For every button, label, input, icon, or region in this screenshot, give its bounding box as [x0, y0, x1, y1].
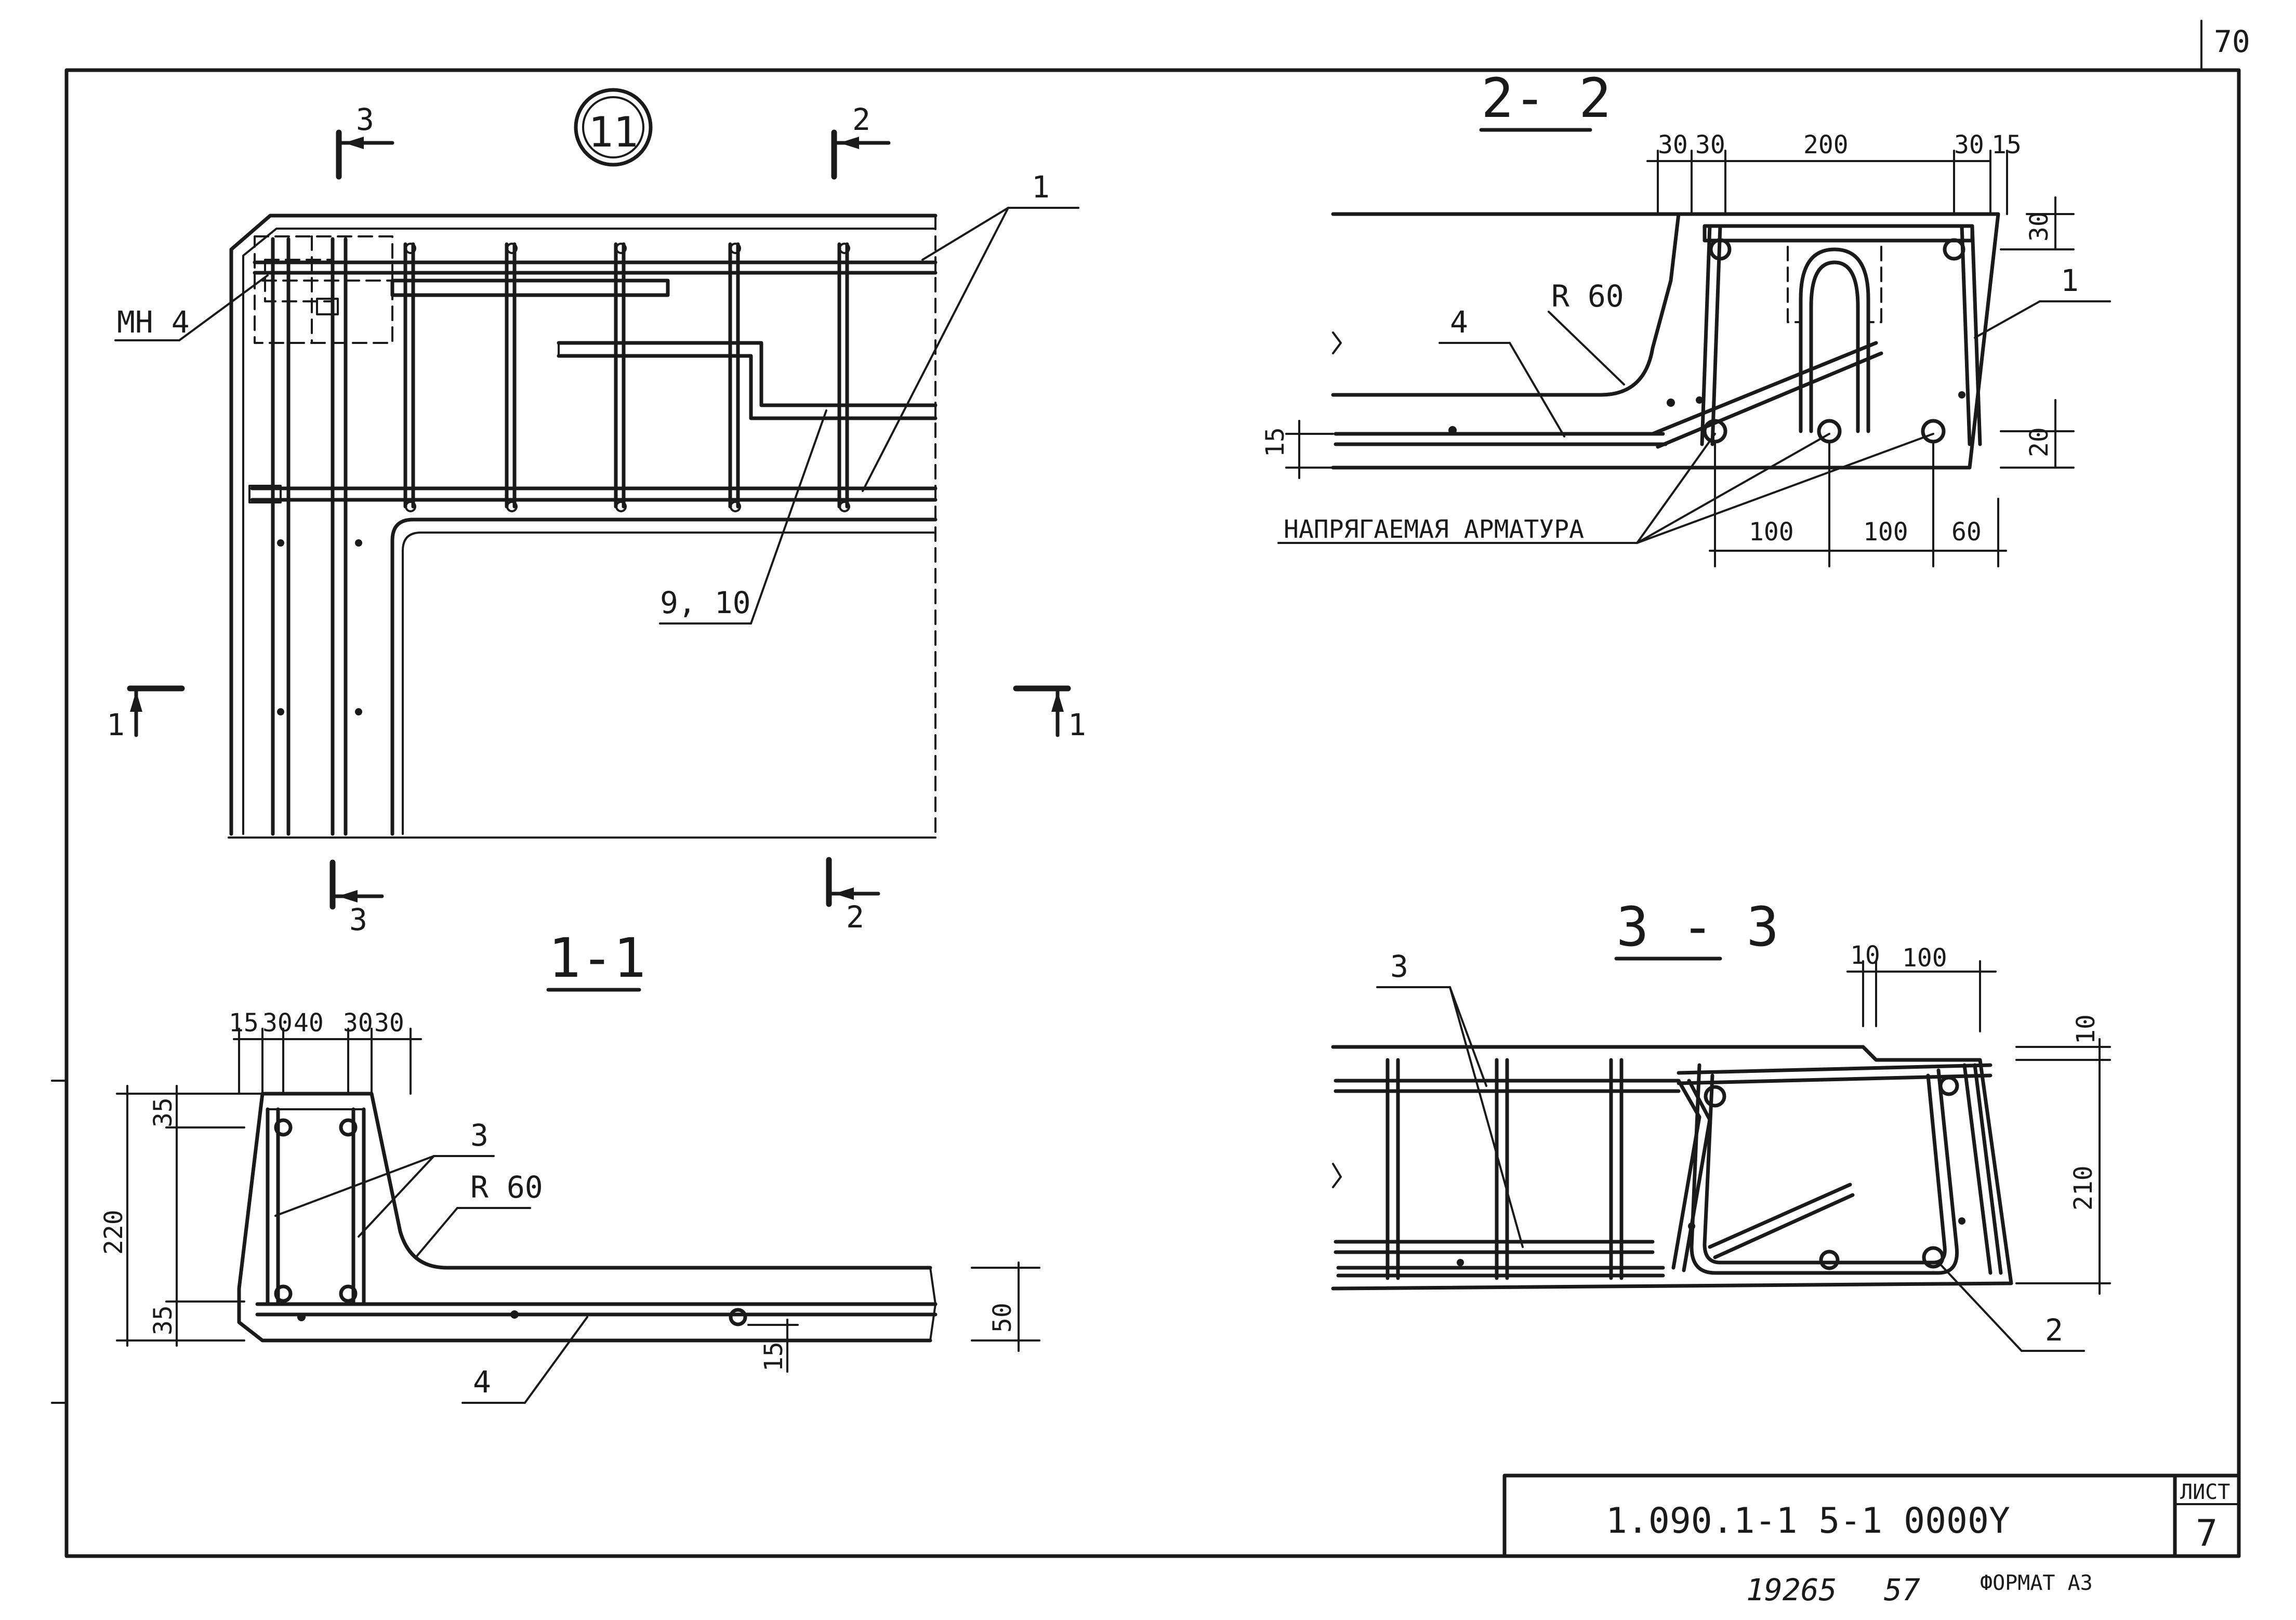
dim-1-1-right: 50	[988, 1303, 1017, 1333]
cut-mark-3-top: 3	[336, 102, 394, 180]
dim-2-2-right-top: 30	[2025, 211, 2054, 242]
dim-1-1-top-1: 15	[229, 1008, 259, 1038]
dim-2-2-bot-2: 100	[1863, 517, 1908, 547]
bar-9-10	[557, 341, 938, 407]
inventory-number: 19265	[1746, 1572, 1837, 1608]
dim-3-3-right-top: 10	[2071, 1014, 2101, 1044]
stirrups-plan	[403, 242, 849, 509]
drawing-code: 1.090.1-1 5-1 0000Y	[1606, 1501, 2010, 1542]
svg-text:1: 1	[1068, 707, 1086, 742]
svg-text:2: 2	[852, 102, 870, 137]
cut-mark-1-left: 1	[107, 685, 185, 742]
dim-1-1-left-total: 220	[99, 1210, 128, 1255]
label-r60-1-1: R 60	[470, 1170, 543, 1205]
sheet-label: ЛИСТ	[2180, 1480, 2230, 1504]
label-pos4-1-1: 4	[473, 1364, 491, 1400]
title-block: 1.090.1-1 5-1 0000Y ЛИСТ 7	[1502, 1473, 2241, 1558]
dim-1-1-bot: 15	[759, 1342, 788, 1372]
section-3-3-cage	[1690, 1063, 1959, 1275]
dim-3-3-top-1: 10	[1850, 941, 1880, 970]
embedded-plate-mn4	[254, 235, 670, 344]
detail-marker-circle	[574, 88, 653, 167]
svg-text:3: 3	[349, 902, 367, 937]
label-r60-2-2: R 60	[1551, 278, 1624, 314]
opening-edge	[390, 517, 938, 836]
inventory-number-2: 57	[1884, 1572, 1920, 1608]
sheet-format: ФОРМАТ А3	[1980, 1571, 2093, 1595]
cut-mark-1-right: 1	[1013, 685, 1086, 742]
cut-mark-2-top: 2	[831, 102, 891, 180]
dim-3-3-right-total: 210	[2069, 1165, 2098, 1211]
dim-1-1-left-bot: 35	[149, 1305, 178, 1335]
dim-2-2-top-5: 15	[1991, 130, 2022, 160]
section-2-2: 2- 2	[1261, 67, 2111, 567]
dim-2-2-top-1: 30	[1658, 130, 1688, 160]
svg-text:2: 2	[846, 899, 864, 935]
sheet-corner-mark: 70	[2214, 24, 2250, 59]
dim-1-1-top-5: 30	[374, 1008, 404, 1038]
section-3-3-outline	[1331, 1045, 2013, 1291]
section-3-3: 3 - 3	[1331, 895, 2111, 1352]
dim-1-1-top-2: 30	[262, 1008, 293, 1038]
bar-dots	[277, 243, 850, 715]
dim-2-2-top-4: 30	[1954, 130, 1984, 160]
label-mn4: МН 4	[117, 304, 190, 340]
dim-1-1-left-top: 35	[149, 1097, 178, 1127]
plan-view: 11 3 2 3 2 1	[107, 88, 1086, 937]
section-3-3-title: 3 - 3	[1616, 895, 1779, 959]
svg-text:3: 3	[356, 102, 374, 137]
sheet-frame	[64, 68, 2241, 1558]
label-prestressed: НАПРЯГАЕМАЯ АРМАТУРА	[1284, 515, 1584, 544]
label-pos1-plan: 1	[1032, 169, 1050, 205]
label-pos1-2-2: 1	[2061, 263, 2079, 298]
section-1-1-title: 1-1	[548, 926, 646, 990]
dim-3-3-top-2: 100	[1902, 944, 1947, 973]
dim-1-1-top-4: 30	[343, 1008, 373, 1038]
dim-2-2-bot-1: 100	[1749, 517, 1794, 547]
detail-marker-number: 11	[588, 108, 638, 156]
section-1-1: 1-1 15 30 40 30 30	[99, 926, 1040, 1404]
sheet-number: 7	[2196, 1512, 2218, 1555]
label-pos3-3-3: 3	[1390, 949, 1408, 984]
dim-2-2-right-bot: 20	[2025, 427, 2054, 457]
detail-marker-circle-inner	[582, 96, 644, 158]
svg-text:1: 1	[107, 707, 125, 742]
label-pos910: 9, 10	[660, 585, 751, 620]
label-pos4-2-2: 4	[1450, 304, 1468, 340]
dim-1-1-top-3: 40	[294, 1008, 324, 1038]
cut-mark-3-bottom: 3	[329, 859, 384, 937]
plan-outer-edge	[229, 214, 938, 836]
section-2-2-outline	[1331, 212, 1681, 397]
label-pos3-1-1: 3	[470, 1118, 489, 1153]
lifting-loop	[1799, 247, 1870, 433]
dim-2-2-top-2: 30	[1695, 130, 1725, 160]
section-2-2-title: 2- 2	[1481, 67, 1611, 130]
dim-2-2-bot-3: 60	[1951, 517, 1982, 547]
dim-2-2-left: 15	[1261, 427, 1290, 457]
label-pos2-3-3: 2	[2045, 1312, 2063, 1348]
dim-2-2-top-3: 200	[1803, 130, 1849, 160]
cut-mark-2-bottom: 2	[826, 857, 880, 935]
